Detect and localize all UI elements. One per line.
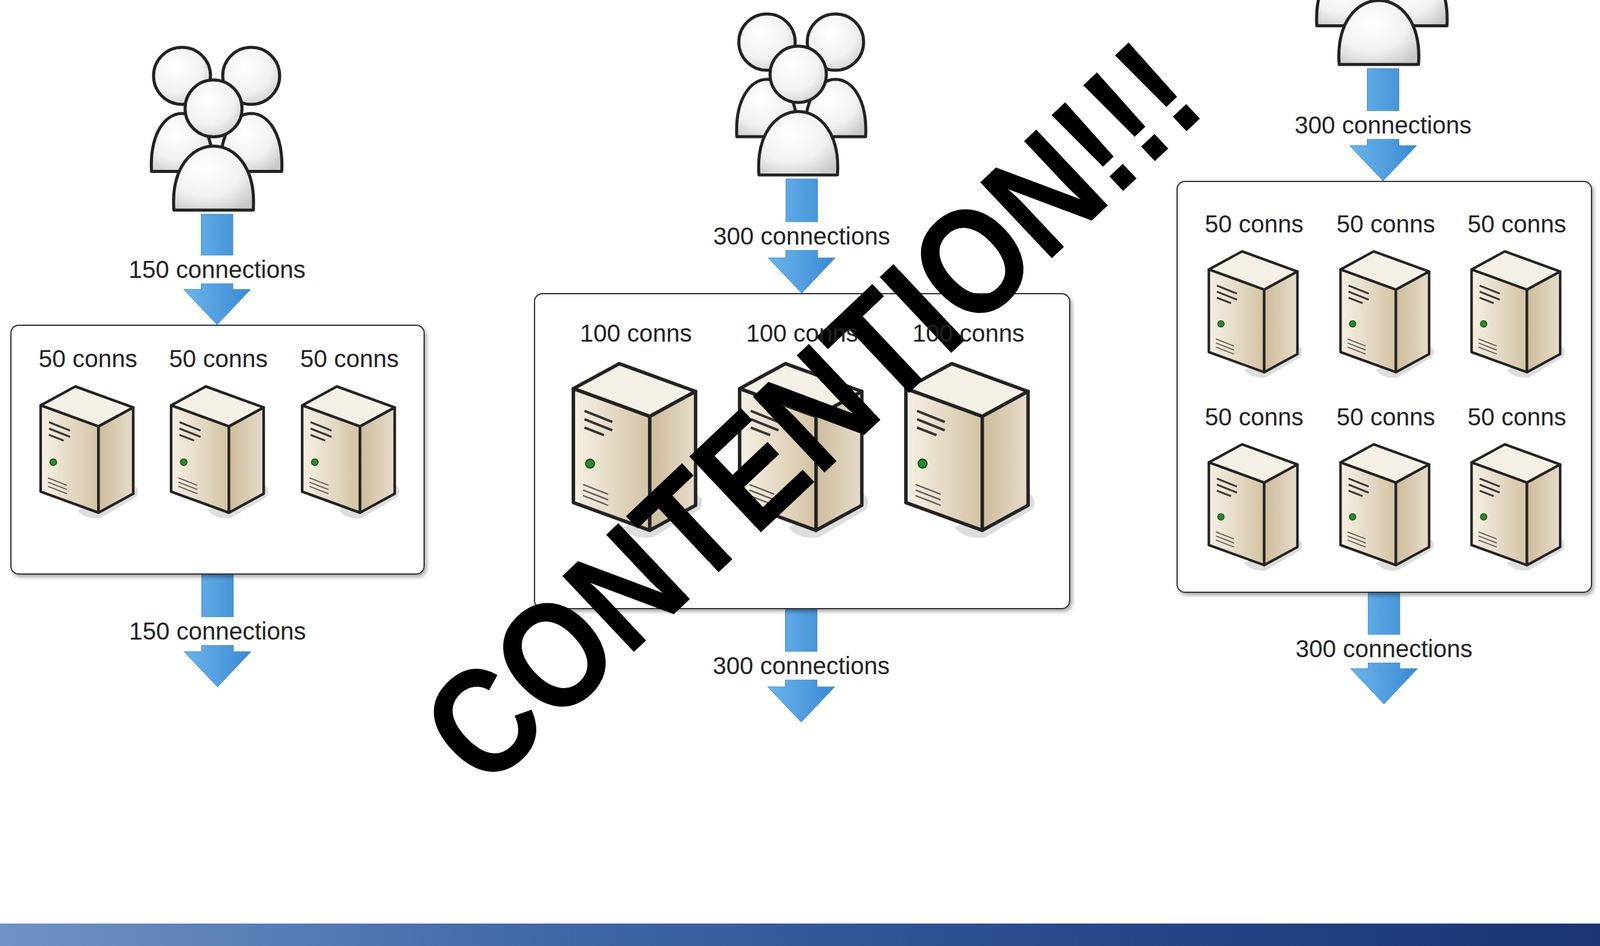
connection-count: 150 connections xyxy=(125,617,310,645)
app-server: 50 conns xyxy=(1189,402,1319,573)
app-server: 50 conns xyxy=(1321,209,1451,380)
footer-bar xyxy=(0,923,1600,946)
server-icon xyxy=(1471,444,1565,571)
database-server xyxy=(173,686,262,807)
server-icon xyxy=(1340,251,1434,378)
server-label: 100 conns xyxy=(885,318,1051,348)
database-icon xyxy=(173,686,262,807)
app-server: 50 conns xyxy=(1452,402,1582,573)
app-server: 50 conns xyxy=(154,344,283,520)
database-server xyxy=(755,722,846,842)
database-icon xyxy=(755,722,846,842)
server-icon xyxy=(23,378,153,520)
users-group xyxy=(1310,0,1454,69)
users-icon xyxy=(1310,0,1454,69)
server-icon xyxy=(302,386,400,519)
server-icon xyxy=(1189,436,1319,573)
app-server: 50 conns xyxy=(285,344,414,520)
server-icon xyxy=(1340,444,1434,571)
database-icon xyxy=(1291,703,1477,946)
server-label: 50 conns xyxy=(1452,209,1582,239)
users-icon xyxy=(151,47,282,210)
server-icon xyxy=(40,386,138,519)
server-icon xyxy=(1321,436,1451,573)
users-group xyxy=(143,41,290,215)
database-server xyxy=(1291,703,1477,946)
app-server: 50 conns xyxy=(1189,209,1319,380)
server-label: 50 conns xyxy=(1452,402,1582,432)
server-pool: 50 conns50 conns50 conns xyxy=(10,324,425,575)
server-label: 50 conns xyxy=(23,344,153,374)
users-group xyxy=(729,7,873,179)
server-label: 50 conns xyxy=(1321,209,1451,239)
server-pool: 50 conns50 conns50 conns50 conns50 conns… xyxy=(1176,180,1593,593)
connection-count: 300 connections xyxy=(709,651,894,680)
server-icon xyxy=(1189,243,1319,380)
connection-count: 150 connections xyxy=(124,255,309,284)
server-icon xyxy=(154,378,283,520)
server-icon xyxy=(171,386,269,519)
server-label: 50 conns xyxy=(1189,209,1319,239)
server-icon xyxy=(573,363,703,538)
connection-count: 300 connections xyxy=(1291,634,1476,663)
app-server: 50 conns xyxy=(23,344,153,520)
server-icon xyxy=(1321,243,1451,380)
server-icon xyxy=(739,363,869,538)
users-icon xyxy=(143,41,290,215)
users-icon xyxy=(1316,0,1448,65)
server-icon xyxy=(285,378,414,520)
server-icon xyxy=(1452,243,1582,380)
server-icon xyxy=(1208,251,1303,378)
server-icon xyxy=(1452,436,1582,573)
server-label: 50 conns xyxy=(1321,402,1451,432)
server-icon xyxy=(1208,444,1303,571)
server-label: 50 conns xyxy=(154,344,283,374)
server-label: 100 conns xyxy=(553,318,719,348)
server-label: 50 conns xyxy=(285,344,414,374)
connection-count: 300 connections xyxy=(1291,111,1476,139)
app-server: 50 conns xyxy=(1452,209,1582,380)
connection-count: 300 connections xyxy=(709,222,894,250)
users-icon xyxy=(729,7,873,179)
server-icon xyxy=(1471,251,1565,378)
server-label: 100 conns xyxy=(719,318,885,348)
app-server: 50 conns xyxy=(1321,402,1451,573)
server-icon xyxy=(905,363,1035,538)
users-icon xyxy=(736,13,866,175)
server-label: 50 conns xyxy=(1189,402,1319,432)
